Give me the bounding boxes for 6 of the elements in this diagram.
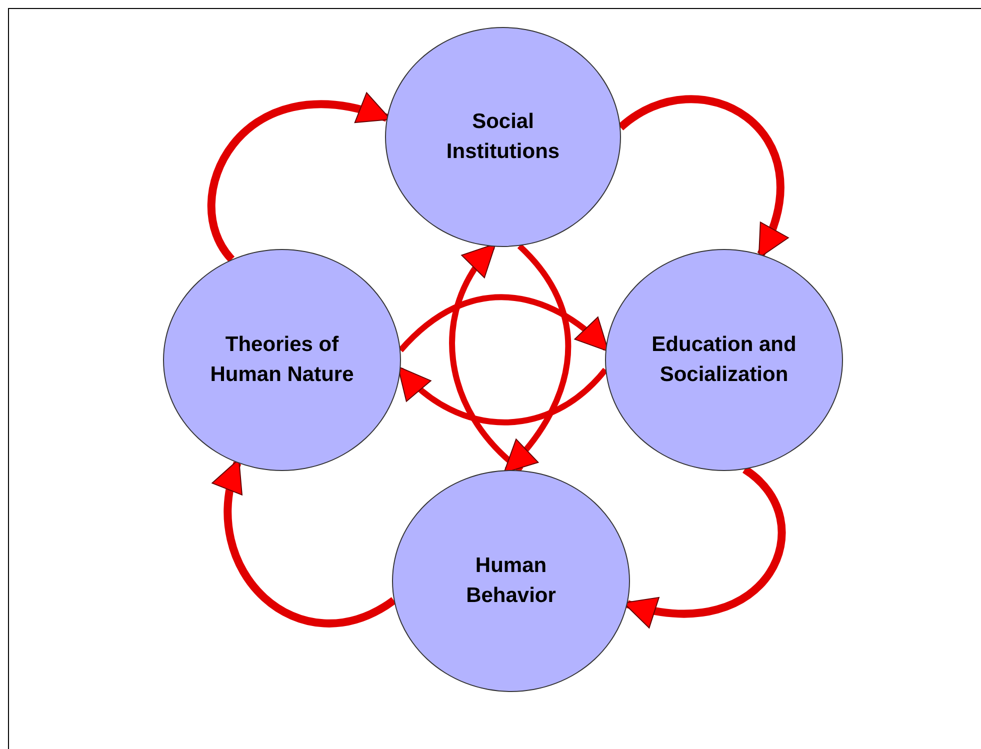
curved-arrow bbox=[397, 366, 608, 426]
curved-arrow bbox=[214, 458, 396, 628]
node-label: Social Institutions bbox=[445, 109, 561, 165]
node-label: Human Behavior bbox=[465, 553, 557, 609]
node-label: Theories of Human Nature bbox=[209, 332, 355, 388]
node-label: Education and Socialization bbox=[650, 332, 798, 388]
